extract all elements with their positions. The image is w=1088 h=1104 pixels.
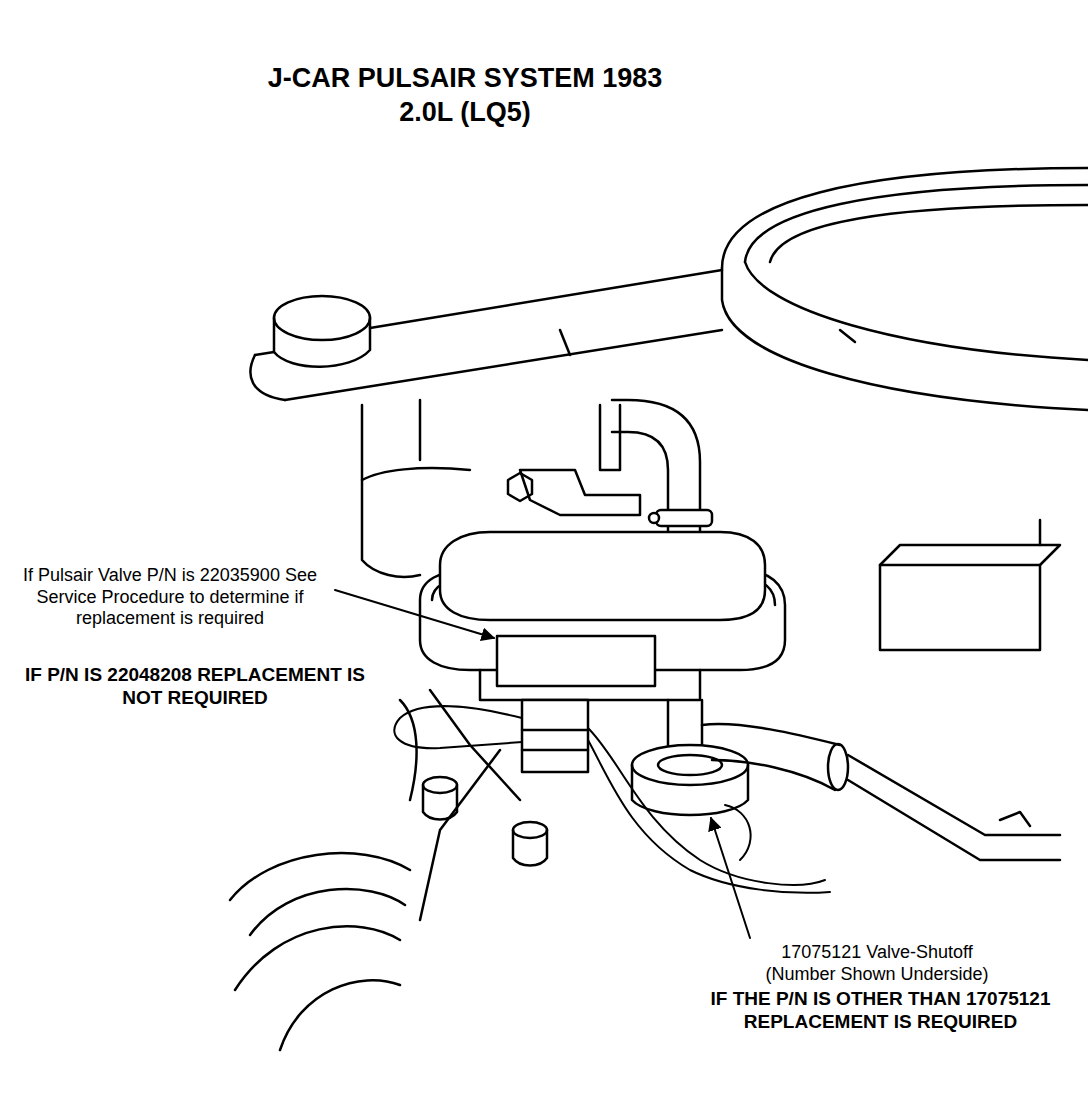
- wiring: [394, 706, 830, 893]
- shutoff-valve: [522, 700, 748, 815]
- air-cleaner: [722, 168, 1088, 410]
- bracket: [508, 405, 640, 515]
- hose: [702, 724, 1060, 860]
- warning-note: IF THE P/N IS OTHER THAN 17075121 REPLAC…: [688, 988, 1073, 1034]
- leader-line: [335, 590, 750, 938]
- callout-note: If Pulsair Valve P/N is 22035900 See Ser…: [20, 565, 320, 630]
- carburetor-body: [362, 400, 1060, 650]
- intake-arm: [250, 270, 722, 400]
- pulsair-valve: [420, 532, 785, 700]
- warning-note: IF P/N IS 22048208 REPLACEMENT IS NOT RE…: [15, 664, 375, 710]
- diagram-title: J-CAR PULSAIR SYSTEM 1983 2.0L (LQ5): [265, 62, 665, 130]
- engine-lower: [230, 690, 547, 1050]
- callout-note: 17075121 Valve-Shutoff (Number Shown Und…: [752, 942, 1002, 985]
